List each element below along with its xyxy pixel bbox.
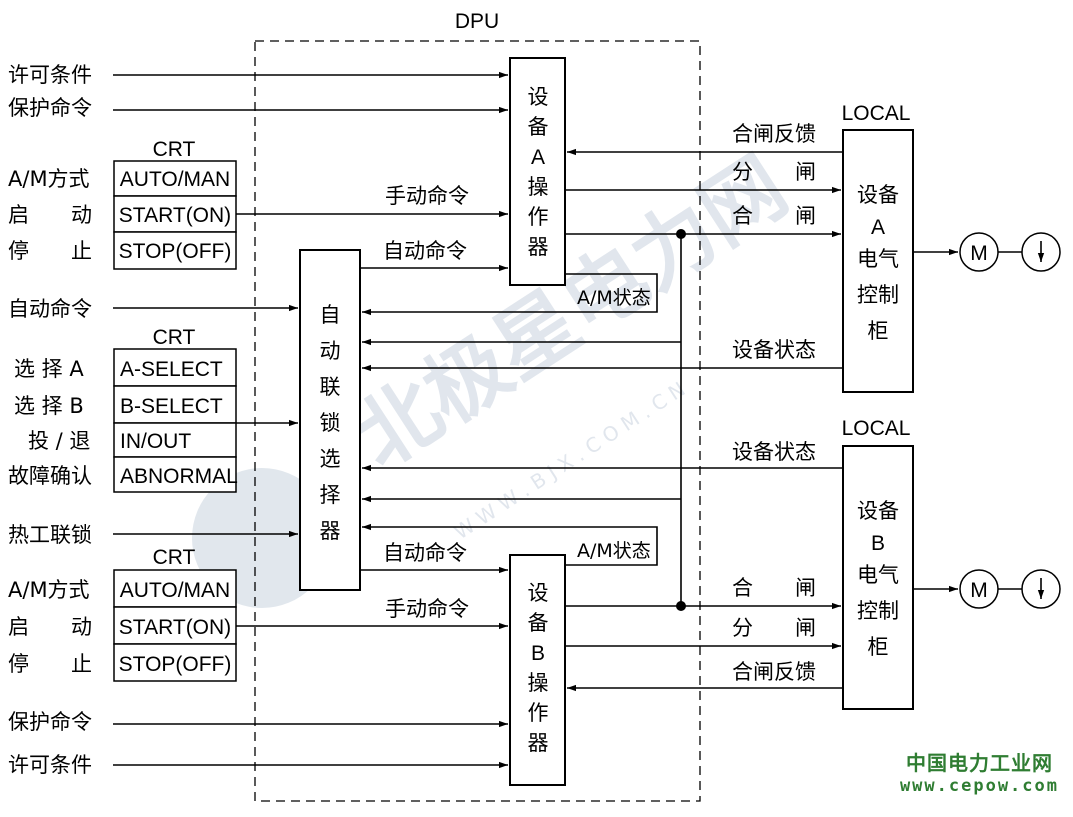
dpu-title: DPU <box>455 10 499 33</box>
selector-char: 自 <box>320 303 341 327</box>
device-b-op-char: 设 <box>528 581 549 605</box>
crt3-stop-button[interactable] <box>113 643 237 682</box>
local-a-title: LOCAL <box>842 102 911 125</box>
crt2-b-select-button[interactable] <box>113 385 237 424</box>
input-protect-a: 保护命令 <box>8 96 92 120</box>
selector-char: 选 <box>320 447 341 471</box>
crt1-stop-button[interactable] <box>113 231 237 270</box>
brand-name: 中国电力工业网 <box>906 751 1053 775</box>
local-a-text: 设备 <box>857 183 899 207</box>
device-a-op-char: 操 <box>528 175 549 199</box>
local-b-text: 柜 <box>868 635 889 659</box>
junction-b <box>676 601 686 611</box>
device-status-b-label: 设备状态 <box>732 440 816 464</box>
local-a-text: 电气 <box>857 247 899 271</box>
local-a-cabinet <box>842 129 914 393</box>
crt2-label-select-a: 选 择 A <box>14 357 84 381</box>
input-thermal-interlock: 热工联锁 <box>8 523 92 547</box>
local-b-text: 控制 <box>857 599 899 623</box>
crt1-auto-man-label: AUTO/MAN <box>120 168 230 191</box>
crt3-label-stop: 停 止 <box>8 652 92 676</box>
manual-cmd-a-label: 手动命令 <box>385 184 469 208</box>
crt3-auto-man-label: AUTO/MAN <box>120 579 230 602</box>
am-status-a-line <box>362 273 658 316</box>
crt2-a-select-button[interactable] <box>113 348 237 387</box>
motor-b-label: M <box>970 579 988 602</box>
device-b-op-char: 作 <box>528 701 549 725</box>
close-feedback-b-label: 合闸反馈 <box>732 660 816 684</box>
device-a-op-char: 设 <box>528 85 549 109</box>
crt1-label-start: 启 动 <box>8 203 92 227</box>
am-status-b-line <box>362 523 658 566</box>
input-permit-b: 许可条件 <box>8 753 92 777</box>
local-b-cabinet <box>842 445 914 710</box>
selector-char: 动 <box>320 339 341 363</box>
interlock-selector <box>299 249 361 591</box>
crt2-b-select-label: B-SELECT <box>120 395 223 418</box>
crt2-label-select-b: 选 择 B <box>14 394 84 418</box>
crt3-label-am: A/M方式 <box>8 578 90 602</box>
device-a-op-char: 作 <box>528 205 549 229</box>
open-a-label: 分 闸 <box>732 160 816 184</box>
crt3-start-label: START(ON) <box>119 616 231 639</box>
device-a-op-char: A <box>531 146 545 169</box>
device-a-operator <box>509 57 566 286</box>
close-a-label: 合 闸 <box>732 204 816 228</box>
crt2-title: CRT <box>153 326 196 349</box>
device-a-op-char: 器 <box>528 235 549 259</box>
crt1-auto-man-button[interactable] <box>113 160 237 197</box>
device-a-op-char: 备 <box>528 115 549 139</box>
device-b-op-char: 操 <box>528 671 549 695</box>
am-status-b-label: A/M状态 <box>577 540 651 562</box>
local-b-text: 电气 <box>857 563 899 587</box>
close-b-label: 合 闸 <box>732 576 816 600</box>
crt1-label-stop: 停 止 <box>8 239 92 263</box>
selector-char: 择 <box>320 483 341 507</box>
dpu-frame <box>254 40 701 802</box>
selector-char: 器 <box>320 519 341 543</box>
brand-url[interactable]: www.cepow.com <box>899 776 1059 796</box>
selector-char: 联 <box>320 375 341 399</box>
local-b-title: LOCAL <box>842 417 911 440</box>
watermark: 北极星电力网 W W W . B J X . C O M . C N <box>192 139 804 608</box>
local-a-text: 柜 <box>868 319 889 343</box>
crt2-abnormal-label: ABNORMAL <box>120 465 238 488</box>
selector-char: 锁 <box>320 411 341 435</box>
manual-cmd-b-label: 手动命令 <box>385 597 469 621</box>
device-status-a-label: 设备状态 <box>732 338 816 362</box>
device-b-operator <box>509 554 566 786</box>
crt2-in-out-label: IN/OUT <box>120 430 191 453</box>
crt2-abnormal-button[interactable] <box>113 456 237 493</box>
crt3-title: CRT <box>153 546 196 569</box>
crt1-start-label: START(ON) <box>119 204 231 227</box>
auto-cmd-b-label: 自动命令 <box>383 541 467 565</box>
input-protect-b: 保护命令 <box>8 710 92 734</box>
local-a-text: 控制 <box>857 283 899 307</box>
local-a-text: A <box>871 216 885 239</box>
input-permit-a: 许可条件 <box>8 63 92 87</box>
am-status-a-label: A/M状态 <box>577 287 651 309</box>
open-b-label: 分 闸 <box>732 616 816 640</box>
crt3-stop-label: STOP(OFF) <box>119 653 232 676</box>
crt3-auto-man-button[interactable] <box>113 569 237 608</box>
input-auto-cmd: 自动命令 <box>8 297 92 321</box>
device-b-op-char: 备 <box>528 611 549 635</box>
crt1-stop-label: STOP(OFF) <box>119 240 232 263</box>
crt2-label-fault-ack: 故障确认 <box>8 464 92 488</box>
crt2-a-select-label: A-SELECT <box>120 358 223 381</box>
crt1-title: CRT <box>153 138 196 161</box>
close-feedback-a-label: 合闸反馈 <box>732 122 816 146</box>
local-b-text: B <box>871 532 885 555</box>
crt2-label-in-out: 投 / 退 <box>28 429 90 453</box>
crt1-label-am: A/M方式 <box>8 167 90 191</box>
local-b-text: 设备 <box>857 499 899 523</box>
crt3-label-start: 启 动 <box>8 615 92 639</box>
motor-a-label: M <box>970 242 988 265</box>
auto-cmd-a-label: 自动命令 <box>383 239 467 263</box>
device-b-op-char: 器 <box>528 731 549 755</box>
device-b-op-char: B <box>531 642 545 665</box>
